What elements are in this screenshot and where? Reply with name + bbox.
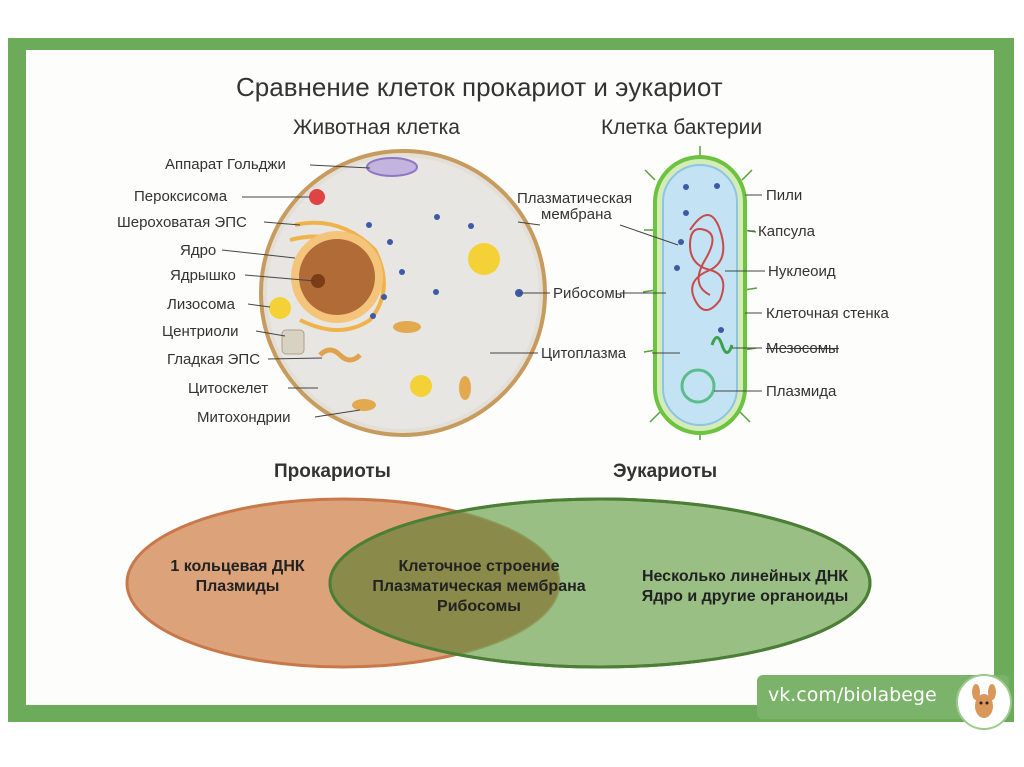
venn-diagram <box>125 497 872 669</box>
mitochondrion-3 <box>459 376 471 400</box>
deer-logo-icon <box>956 674 1012 730</box>
label-plasma-membrane-2: мембрана <box>541 206 612 223</box>
label-capsule: Капсула <box>758 223 815 240</box>
animal-cell <box>259 149 547 437</box>
label-cytoskeleton: Цитоскелет <box>188 380 269 397</box>
venn-right-line-2: Ядро и другие органоиды <box>641 588 849 605</box>
ribosomes <box>366 214 523 319</box>
label-nucleolus: Ядрышко <box>170 267 236 284</box>
animal-cell-title: Животная клетка <box>293 116 460 139</box>
centrioles <box>281 329 305 355</box>
label-cytoplasm: Цитоплазма <box>541 345 627 362</box>
mitochondrion-2 <box>352 399 376 411</box>
overlap-region <box>330 499 559 667</box>
label-mesosomes: Мезосомы <box>766 340 839 357</box>
watermark-link[interactable]: vk.com/biolabege <box>768 684 937 706</box>
nucleolus <box>311 274 325 288</box>
mesosome <box>710 336 734 354</box>
venn-center-line-1: Клеточное строение <box>398 558 560 575</box>
venn-left-line-1: 1 кольцевая ДНК <box>170 558 305 575</box>
venn-center-line-2: Плазматическая мембрана <box>372 578 586 595</box>
label-mitochondria: Митохондрии <box>197 409 291 426</box>
label-nucleoid: Нуклеоид <box>768 263 836 280</box>
label-golgi: Аппарат Гольджи <box>165 156 286 173</box>
label-peroxisome: Пероксисома <box>134 188 228 205</box>
nucleoid <box>688 214 725 311</box>
bacterial-cell <box>642 146 758 440</box>
leader-lines <box>221 164 765 418</box>
plasmid <box>680 368 716 404</box>
venn-left-line-2: Плазмиды <box>195 578 280 595</box>
vesicle-1 <box>468 243 500 275</box>
label-plasmid: Плазмида <box>766 383 837 400</box>
venn-right-title: Эукариоты <box>613 461 718 482</box>
golgi-apparatus <box>366 157 418 177</box>
label-pili: Пили <box>766 187 803 204</box>
venn-center-line-3: Рибосомы <box>437 598 521 615</box>
label-ribosomes: Рибосомы <box>553 285 626 302</box>
lysosome <box>269 297 291 319</box>
venn-left-title: Прокариоты <box>274 461 391 482</box>
label-lysosome: Лизосома <box>167 296 235 313</box>
venn-right-line-1: Несколько линейных ДНК <box>641 568 849 585</box>
smooth-er <box>318 347 362 363</box>
page-title: Сравнение клеток прокариот и эукариот <box>236 72 723 102</box>
label-plasma-membrane-1: Плазматическая <box>517 190 633 207</box>
peroxisome <box>309 189 325 205</box>
nucleus-inner <box>299 239 375 315</box>
label-rough-er: Шероховатая ЭПС <box>117 214 247 231</box>
label-centrioles: Центриоли <box>162 323 239 340</box>
label-cell-wall: Клеточная стенка <box>766 305 889 322</box>
label-smooth-er: Гладкая ЭПС <box>167 351 261 368</box>
venn-center-text: Клеточное строение Плазматическая мембра… <box>345 557 613 617</box>
label-nucleus: Ядро <box>180 242 217 259</box>
bacterial-ribosomes <box>674 183 724 333</box>
vesicle-2 <box>410 375 432 397</box>
venn-right-text: Несколько линейных ДНК Ядро и другие орг… <box>620 567 870 607</box>
bacterial-cell-title: Клетка бактерии <box>601 116 763 139</box>
venn-left-text: 1 кольцевая ДНК Плазмиды <box>150 557 325 597</box>
mitochondrion-1 <box>393 321 421 333</box>
